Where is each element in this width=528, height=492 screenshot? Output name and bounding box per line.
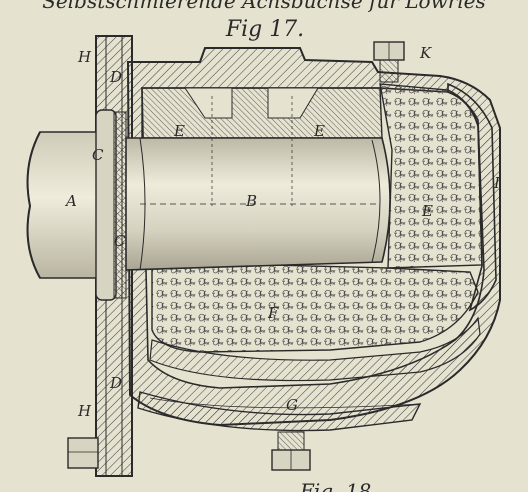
seal-ring [95,109,117,301]
figure-label: Fig 17. [225,17,304,42]
header-caption: Selbstschmierende Achsbüchse für Lowries [42,0,486,13]
label-F: F [267,304,279,322]
oil-level-line [149,397,421,409]
wool-packing-lower [151,261,479,353]
label-B: B [245,192,257,210]
label-A: A [64,192,77,210]
flange-nut [67,437,99,469]
label-E-right: E [421,202,433,220]
label-D-upper: D [109,68,122,86]
label-H-upper: H [77,48,92,66]
label-E-left: E [173,122,185,140]
oil-groove-left [184,87,233,119]
oil-reservoir [137,391,422,432]
footer-caption: Fig. 18. [299,479,378,492]
journal-fillet-right [371,139,381,263]
seal-washer [113,111,127,299]
axle-break-line [26,131,41,279]
bottom-bolt [271,431,311,471]
label-G: G [286,396,298,414]
label-K: K [419,44,432,62]
label-I: I [493,174,501,192]
oil-groove-right [267,87,319,119]
top-bolt [373,41,405,83]
wool-packing-upper [379,83,483,269]
label-C-upper: C [92,146,104,164]
label-E-mid: E [313,122,325,140]
oil-trough-wall [149,316,481,382]
label-H-lower: H [77,402,92,420]
label-C-lower: C [114,232,126,250]
cover-plate [447,82,497,312]
label-D-lower: D [109,374,122,392]
journal [125,137,391,271]
